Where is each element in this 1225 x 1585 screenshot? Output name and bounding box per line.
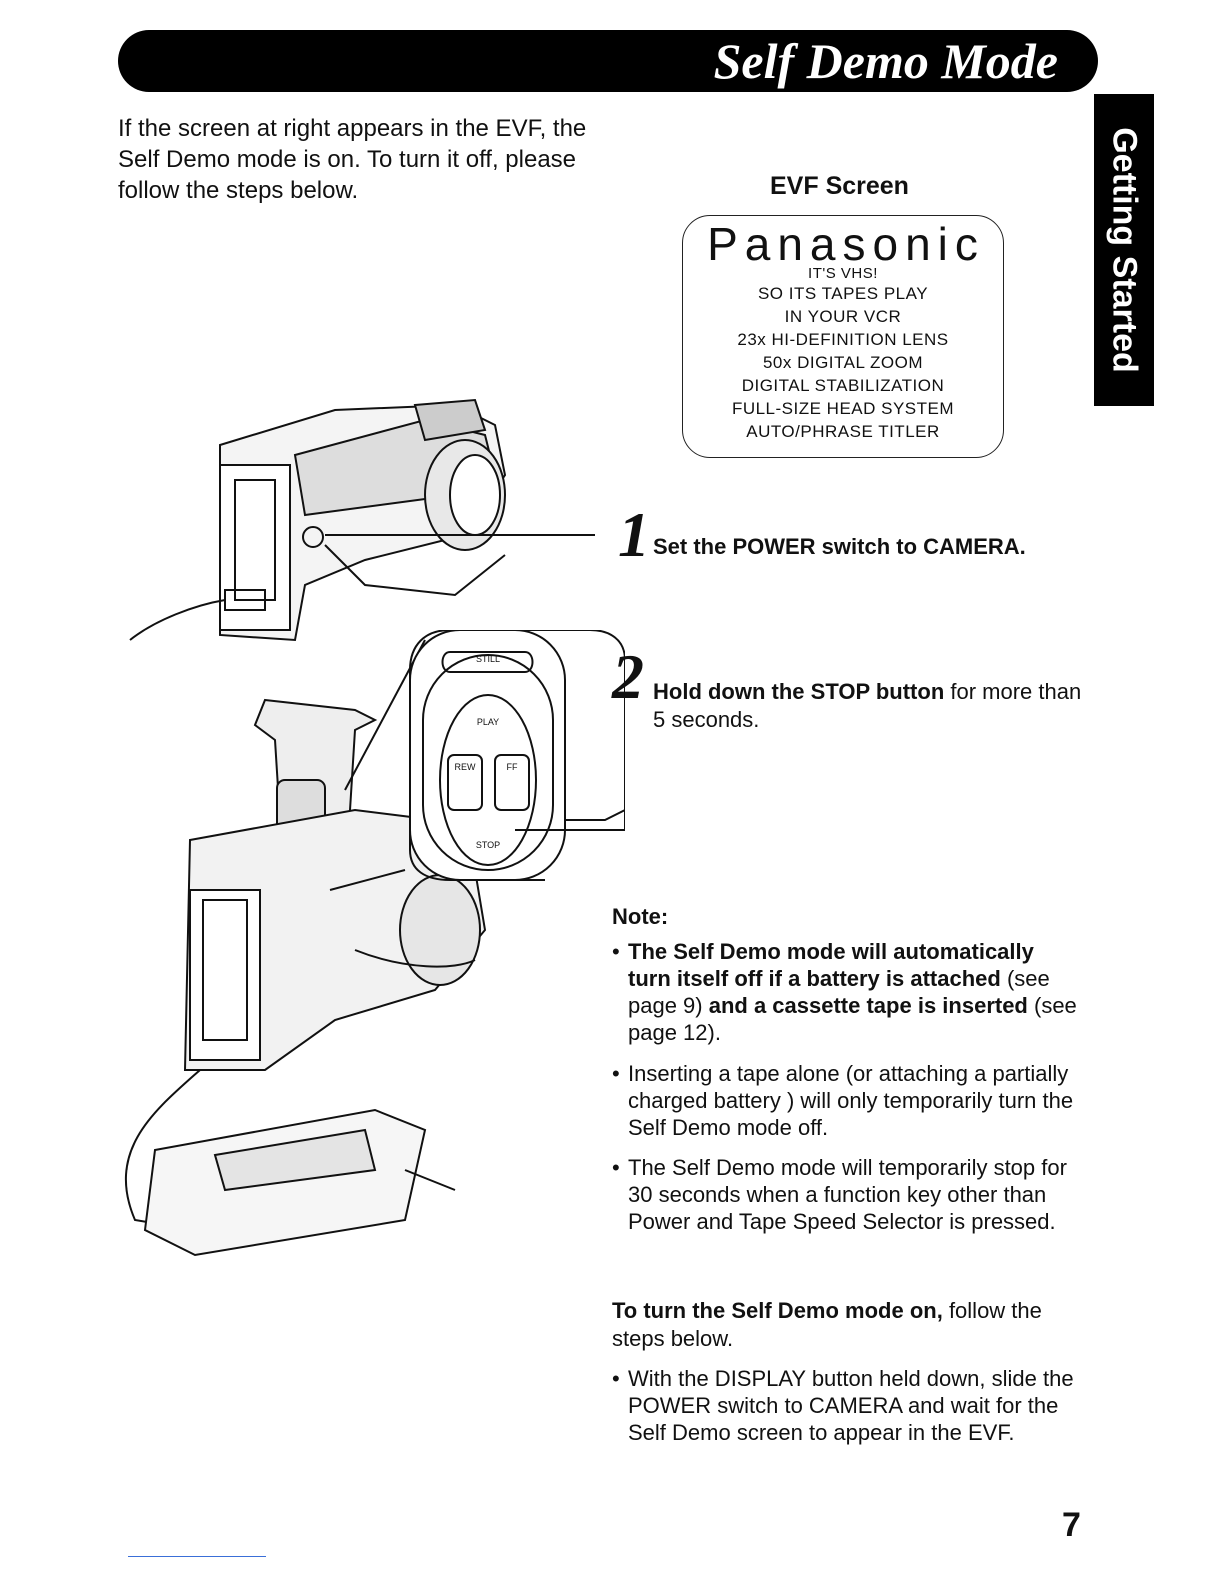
turn-on-bullet: • With the DISPLAY button held down, sli…	[612, 1365, 1082, 1446]
step-number: 2	[612, 641, 644, 712]
stop-button-label: STOP	[476, 840, 500, 850]
note-text: (see page 9)	[628, 966, 1050, 1018]
evf-line: SO ITS TAPES PLAY	[757, 284, 929, 303]
evf-line: AUTO/PHRASE TITLER	[746, 422, 940, 441]
bullet-text: With the DISPLAY button held down, slide…	[628, 1366, 1074, 1445]
step-text: Hold down the STOP button for more than …	[653, 678, 1083, 734]
turn-on-heading: To turn the Self Demo mode on, follow th…	[612, 1297, 1082, 1353]
camcorder-illustration-bottom: STILL PLAY REW FF STOP	[124, 630, 625, 1257]
bullet-text: The Self Demo mode will automatically tu…	[628, 938, 1082, 1046]
bullet-mark: •	[612, 1366, 620, 1391]
evf-line: FULL-SIZE HEAD SYSTEM	[731, 399, 955, 418]
note-text: (see page 12).	[628, 993, 1077, 1045]
play-button-label: PLAY	[477, 717, 499, 727]
section-tab-label: Getting Started	[1105, 127, 1144, 373]
footer-rule	[128, 1556, 266, 1557]
bullet-text: Inserting a tape alone (or attaching a p…	[628, 1061, 1074, 1140]
evf-line: 23x HI-DEFINITION LENS	[737, 330, 949, 349]
note-bullet: • Inserting a tape alone (or attaching a…	[612, 1060, 1082, 1141]
evf-line: IN YOUR VCR	[784, 307, 902, 326]
bullet-mark: •	[612, 1155, 620, 1180]
ff-button-label: FF	[507, 762, 518, 772]
header-banner: Self Demo Mode	[118, 30, 1098, 92]
note-title: Note:	[612, 904, 669, 929]
note-bullet: • The Self Demo mode will automatically …	[612, 938, 1082, 1046]
note-bold-text: The Self Demo mode will automatically tu…	[628, 939, 1034, 991]
bullet-mark: •	[612, 1061, 620, 1086]
page-title: Self Demo Mode	[713, 33, 1058, 89]
step-text-bold: Hold down the STOP button	[653, 679, 945, 704]
intro-paragraph: If the screen at right appears in the EV…	[118, 115, 587, 204]
step-text-rest: for more than 5 seconds.	[653, 679, 1082, 732]
section-tab: Getting Started	[1094, 94, 1154, 406]
still-button-label: STILL	[476, 654, 500, 664]
evf-screen-label: EVF Screen	[770, 172, 909, 200]
bullet-mark: •	[612, 939, 620, 964]
evf-line: DIGITAL STABILIZATION	[741, 376, 945, 395]
evf-brand: Panasonic	[707, 218, 985, 270]
evf-screen: Panasonic IT'S VHS! SO ITS TAPES PLAY IN…	[682, 215, 1004, 458]
bullet-text: The Self Demo mode will temporarily stop…	[628, 1155, 1067, 1234]
turn-on-rest: follow the steps below.	[612, 1298, 1042, 1351]
evf-line: IT'S VHS!	[808, 265, 878, 282]
evf-line: 50x DIGITAL ZOOM	[762, 353, 924, 372]
step-text: Set the POWER switch to CAMERA.	[653, 534, 1026, 559]
rew-button-label: REW	[455, 762, 477, 772]
page-number: 7	[1062, 1506, 1081, 1544]
camcorder-illustration-top	[129, 398, 595, 642]
note-bullet: • The Self Demo mode will temporarily st…	[612, 1154, 1082, 1235]
step-number: 1	[618, 499, 650, 570]
turn-on-bold: To turn the Self Demo mode on,	[612, 1298, 943, 1323]
note-bold-text: and a cassette tape is inserted	[708, 993, 1028, 1018]
